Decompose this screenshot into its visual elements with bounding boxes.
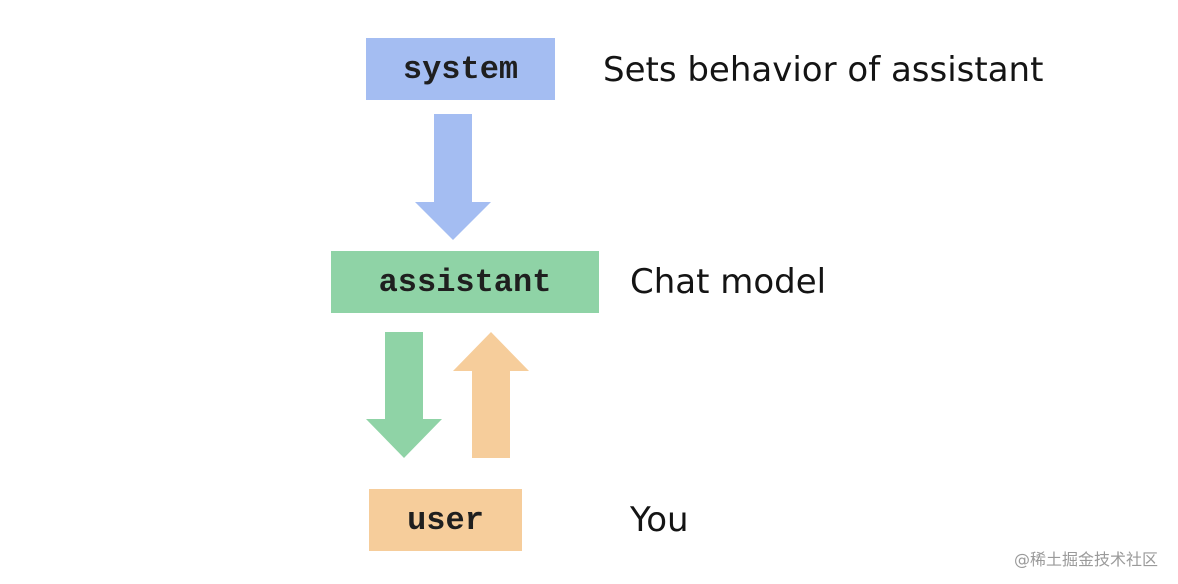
assistant-role-description: Chat model [630,262,827,302]
watermark: @稀土掘金技术社区 [1013,550,1158,569]
user-to-assistant-arrow [453,332,529,458]
system-role-label: system [402,50,519,88]
system-role-box: system [366,38,555,100]
assistant-role-box: assistant [331,251,599,313]
system-role-description: Sets behavior of assistant [603,50,1044,90]
user-role-label: user [407,501,484,539]
assistant-role-label: assistant [378,263,552,301]
user-role-box: user [369,489,522,551]
system-to-assistant-arrow [415,114,491,240]
user-role-description: You [630,500,689,540]
assistant-to-user-arrow [366,332,442,458]
